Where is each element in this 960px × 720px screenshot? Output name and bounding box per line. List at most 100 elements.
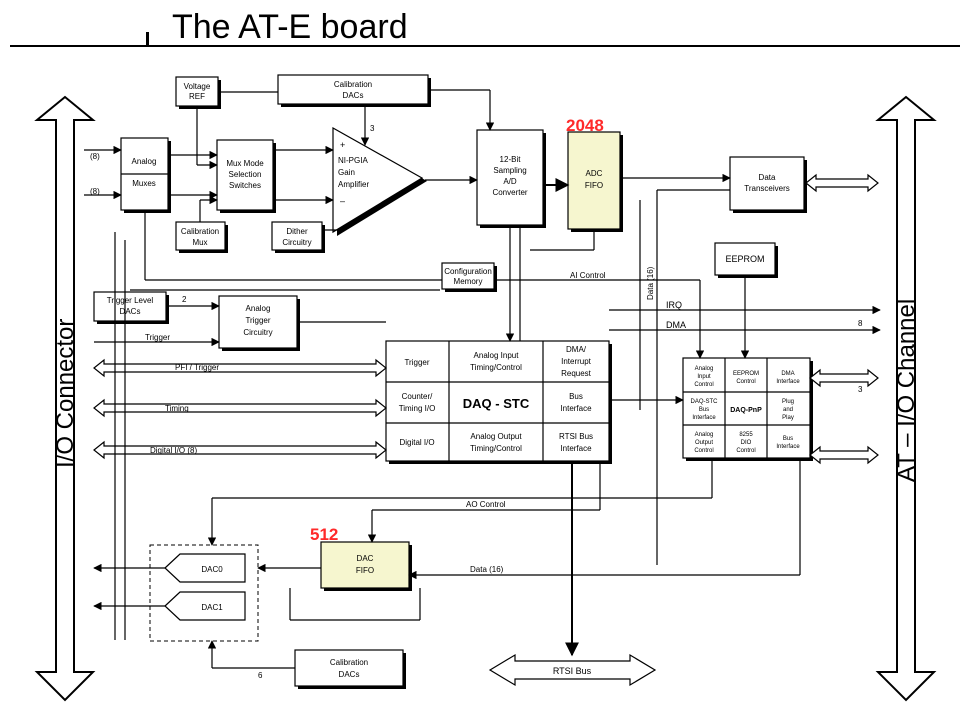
rtsi-bus-arrow: RTSI Bus bbox=[488, 653, 657, 687]
svg-text:Bus: Bus bbox=[699, 407, 709, 413]
svg-text:Request: Request bbox=[561, 369, 592, 378]
adc-fifo-block: ADC FIFO bbox=[567, 131, 623, 232]
svg-text:Selection: Selection bbox=[229, 170, 262, 179]
dac0-block: DAC0 bbox=[164, 553, 246, 583]
svg-text:Dither: Dither bbox=[286, 227, 308, 236]
mux-mode-block: Mux Mode Selection Switches bbox=[216, 139, 276, 213]
svg-text:RTSI Bus: RTSI Bus bbox=[553, 666, 592, 676]
svg-text:Interface: Interface bbox=[692, 415, 716, 421]
svg-text:Output: Output bbox=[695, 440, 713, 446]
bus-interface-io-bus bbox=[809, 445, 879, 465]
ao-control-label: AO Control bbox=[466, 500, 506, 509]
svg-text:Voltage: Voltage bbox=[184, 82, 211, 91]
svg-text:Analog: Analog bbox=[132, 157, 157, 166]
svg-text:Trigger: Trigger bbox=[404, 358, 429, 367]
svg-text:EEPROM: EEPROM bbox=[733, 371, 759, 377]
calibration-mux-block: Calibration Mux bbox=[175, 221, 228, 253]
svg-text:Control: Control bbox=[736, 379, 755, 385]
svg-text:Interface: Interface bbox=[560, 444, 592, 453]
adc-block: 12-Bit Sampling A/D Converter bbox=[476, 129, 546, 228]
io-connector-bus: I/O Connector bbox=[34, 95, 96, 702]
svg-text:Timing I/O: Timing I/O bbox=[399, 404, 436, 413]
irq-label: IRQ bbox=[666, 300, 682, 310]
svg-text:Data: Data bbox=[759, 173, 776, 182]
svg-text:–: – bbox=[340, 196, 345, 206]
svg-text:Timing: Timing bbox=[165, 404, 189, 413]
svg-text:8255: 8255 bbox=[739, 432, 753, 438]
svg-text:DAC0: DAC0 bbox=[201, 565, 223, 574]
svg-text:RTSI Bus: RTSI Bus bbox=[559, 432, 593, 441]
svg-text:Analog: Analog bbox=[695, 366, 714, 372]
dma-label: DMA bbox=[666, 320, 686, 330]
trig-bus-label: 2 bbox=[182, 295, 187, 304]
daq-stc-title: DAQ - STC bbox=[463, 396, 530, 411]
svg-text:Converter: Converter bbox=[492, 188, 527, 197]
svg-text:Sampling: Sampling bbox=[493, 166, 526, 175]
svg-text:Switches: Switches bbox=[229, 181, 261, 190]
svg-text:Control: Control bbox=[694, 382, 713, 388]
svg-text:FIFO: FIFO bbox=[356, 566, 374, 575]
svg-text:PFI / Trigger: PFI / Trigger bbox=[175, 363, 219, 372]
svg-text:REF: REF bbox=[189, 92, 205, 101]
svg-text:Circuitry: Circuitry bbox=[282, 238, 311, 247]
svg-text:Calibration: Calibration bbox=[330, 658, 368, 667]
svg-text:A/D: A/D bbox=[503, 177, 517, 186]
at-io-channel-bus: AT – I/O Channel bbox=[875, 95, 937, 702]
mux-input-2-label: (8) bbox=[90, 187, 100, 196]
title-tick bbox=[146, 32, 149, 46]
dac-group-outline bbox=[149, 544, 259, 642]
svg-text:DAC: DAC bbox=[357, 554, 374, 563]
adc-fifo-size-annotation: 2048 bbox=[566, 116, 604, 135]
svg-text:and: and bbox=[783, 407, 793, 413]
svg-text:Analog: Analog bbox=[695, 432, 714, 438]
svg-text:Muxes: Muxes bbox=[132, 179, 156, 188]
svg-text:Circuitry: Circuitry bbox=[243, 328, 272, 337]
svg-text:+: + bbox=[340, 140, 345, 150]
svg-text:12-Bit: 12-Bit bbox=[500, 155, 522, 164]
svg-text:Interrupt: Interrupt bbox=[561, 357, 592, 366]
data-transceivers-block: Data Transceivers bbox=[729, 156, 807, 213]
svg-text:Plug: Plug bbox=[782, 399, 794, 405]
irq-bus-label: 8 bbox=[858, 319, 863, 328]
svg-text:DACs: DACs bbox=[343, 91, 364, 100]
io-connector-label: I/O Connector bbox=[52, 319, 79, 468]
dac-fifo-size-annotation: 512 bbox=[310, 525, 338, 544]
svg-text:Trigger Level: Trigger Level bbox=[107, 296, 154, 305]
svg-text:FIFO: FIFO bbox=[585, 181, 603, 190]
svg-text:Control: Control bbox=[694, 448, 713, 454]
cal-bus-label: 6 bbox=[258, 671, 263, 680]
pgia-bus-label: 3 bbox=[370, 124, 375, 133]
svg-text:Counter/: Counter/ bbox=[402, 392, 433, 401]
svg-text:NI-PGIA: NI-PGIA bbox=[338, 156, 368, 165]
svg-text:Calibration: Calibration bbox=[334, 80, 372, 89]
daq-pnp-block: Analog Input Control EEPROM Control DMA … bbox=[682, 357, 813, 461]
title-rule bbox=[10, 45, 960, 47]
trigger-level-dacs-block: Trigger Level DACs bbox=[93, 291, 169, 324]
data16-vertical-label: Data (16) bbox=[646, 266, 655, 300]
svg-text:Timing/Control: Timing/Control bbox=[470, 363, 522, 372]
eeprom-block: EEPROM bbox=[714, 242, 778, 278]
pnp-dma-bus bbox=[809, 368, 879, 388]
voltage-ref-block: Voltage REF bbox=[175, 76, 221, 109]
svg-text:Digital I/O: Digital I/O bbox=[399, 438, 434, 447]
adc-fifo-fill bbox=[567, 131, 621, 230]
at-io-channel-label: AT – I/O Channel bbox=[893, 299, 920, 482]
svg-text:DACs: DACs bbox=[120, 307, 141, 316]
svg-text:DIO: DIO bbox=[741, 440, 752, 446]
ai-control-label: AI Control bbox=[570, 271, 606, 280]
svg-text:Play: Play bbox=[782, 415, 794, 421]
svg-text:DACs: DACs bbox=[339, 670, 360, 679]
analog-muxes-block: Analog Muxes bbox=[120, 137, 171, 213]
svg-text:Trigger: Trigger bbox=[245, 316, 270, 325]
calibration-dacs-bottom-block: Calibration DACs bbox=[294, 649, 406, 689]
svg-text:Interface: Interface bbox=[560, 404, 592, 413]
svg-text:EEPROM: EEPROM bbox=[725, 254, 764, 264]
svg-text:Mux Mode: Mux Mode bbox=[226, 159, 264, 168]
svg-text:DAC1: DAC1 bbox=[201, 603, 223, 612]
svg-text:Input: Input bbox=[697, 374, 711, 380]
dma-bus-label: 3 bbox=[858, 385, 863, 394]
timing-bus: Timing bbox=[93, 398, 387, 418]
transceiver-io-bus bbox=[805, 173, 879, 193]
dac1-block: DAC1 bbox=[164, 591, 246, 621]
dac-fifo-block: DAC FIFO bbox=[320, 541, 412, 591]
